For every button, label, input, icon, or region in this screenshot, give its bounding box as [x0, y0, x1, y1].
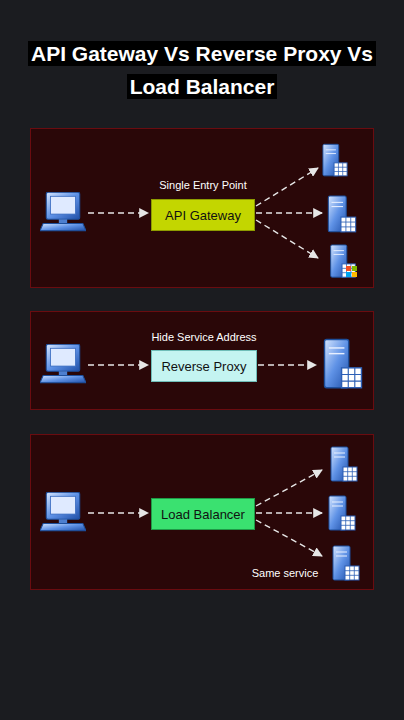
dashed-arrow	[256, 512, 322, 513]
server-icon	[333, 546, 359, 580]
client-computer	[40, 492, 86, 531]
windows-logo	[352, 266, 357, 271]
component-box: Load Balancer	[151, 498, 255, 530]
windows-logo	[352, 272, 357, 277]
server-icon	[331, 447, 357, 481]
server-icon	[331, 245, 356, 277]
box-label: Load Balancer	[161, 507, 245, 522]
component-box: Reverse Proxy	[151, 350, 257, 382]
comparison-panel: Same service Load Balancer	[30, 434, 374, 590]
dashed-arrow	[258, 364, 316, 365]
box-label: Reverse Proxy	[161, 359, 246, 374]
client-computer	[40, 192, 86, 231]
panel-caption: Single Entry Point	[128, 179, 278, 191]
server-icon	[323, 144, 347, 176]
dashed-arrow	[88, 364, 148, 365]
server-icon	[329, 496, 355, 530]
component-box: API Gateway	[151, 199, 255, 231]
comparison-panel: Hide Service AddressReverse Proxy	[30, 311, 374, 410]
dashed-arrow	[256, 470, 322, 506]
dashed-arrow	[88, 512, 148, 513]
box-label: API Gateway	[165, 208, 241, 223]
panel-caption: Hide Service Address	[119, 331, 289, 343]
windows-logo	[346, 272, 351, 277]
server-icon	[328, 196, 355, 232]
dashed-arrow	[88, 212, 148, 213]
panel-caption: Same service	[235, 567, 335, 579]
dashed-arrow	[256, 168, 318, 206]
dashed-arrow	[256, 520, 322, 556]
server-icon	[325, 339, 362, 387]
title-block: API Gateway Vs Reverse Proxy Vs Load Bal…	[22, 38, 382, 104]
dashed-arrow	[256, 212, 322, 213]
windows-logo	[346, 266, 351, 271]
comparison-panel: Single Entry PointAPI Gateway	[30, 128, 374, 288]
diagram-title: API Gateway Vs Reverse Proxy Vs Load Bal…	[28, 41, 376, 99]
dashed-arrow	[256, 220, 318, 258]
client-computer	[40, 344, 86, 383]
